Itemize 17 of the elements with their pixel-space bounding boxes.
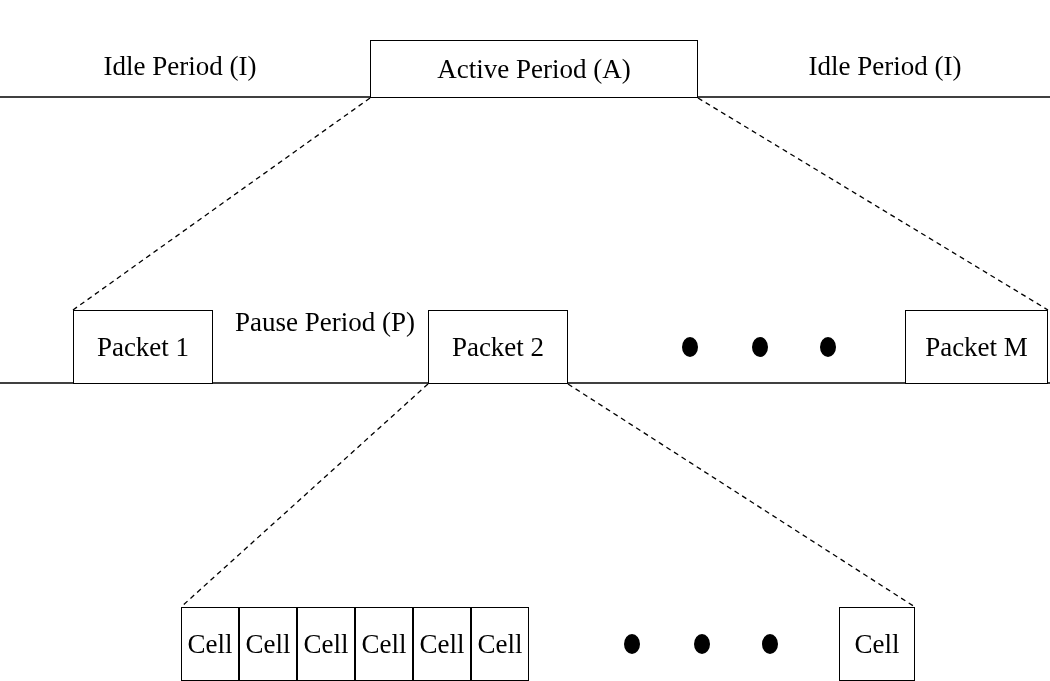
cell-box: Cell bbox=[839, 607, 915, 681]
period-box: Active Period (A) bbox=[370, 40, 698, 98]
cell-box: Cell bbox=[471, 607, 529, 681]
cell-box: Cell bbox=[239, 607, 297, 681]
zoom-line bbox=[697, 97, 1049, 311]
cell-box: Cell bbox=[413, 607, 471, 681]
cell-box: Cell bbox=[297, 607, 355, 681]
packet-box: Packet 2 bbox=[428, 310, 568, 384]
period-label: Pause Period (P) bbox=[234, 306, 416, 339]
cell-box: Cell bbox=[355, 607, 413, 681]
period-label: Idle Period (I) bbox=[807, 50, 963, 83]
packet-box: Packet M bbox=[905, 310, 1048, 384]
cell-box: Cell bbox=[181, 607, 239, 681]
zoom-line bbox=[567, 383, 916, 608]
packet-box: Packet 1 bbox=[73, 310, 213, 384]
period-label: Idle Period (I) bbox=[102, 50, 258, 83]
zoom-line bbox=[72, 97, 371, 311]
